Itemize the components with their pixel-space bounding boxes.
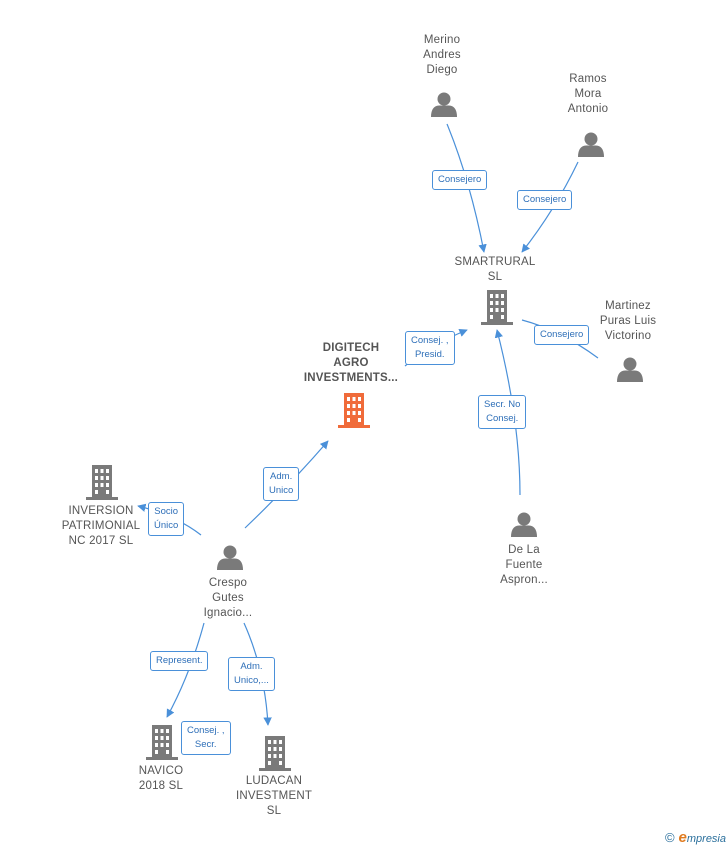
node-label-inversion[interactable]: INVERSION PATRIMONIAL NC 2017 SL	[61, 505, 141, 547]
edge-label-digitech-smartrural: Consej. , Presid.	[405, 331, 455, 365]
node-label-merino[interactable]: Merino Andres Diego	[423, 34, 461, 76]
brand-footer[interactable]: ©empresia	[665, 829, 726, 846]
person-icon-delafuente	[511, 512, 537, 537]
node-label-digitech[interactable]: DIGITECH AGRO INVESTMENTS...	[303, 342, 399, 384]
person-icon-merino	[431, 92, 457, 117]
person-icon-ramos	[578, 132, 604, 157]
node-label-crespo[interactable]: Crespo Gutes Ignacio...	[203, 577, 253, 619]
node-label-smartrural[interactable]: SMARTRURAL SL	[454, 256, 536, 283]
node-label-ludacan[interactable]: LUDACAN INVESTMENT SL	[235, 775, 313, 817]
building-icon-navico	[146, 725, 178, 760]
node-label-martinez[interactable]: Martinez Puras Luis Victorino	[599, 300, 657, 342]
node-label-navico[interactable]: NAVICO 2018 SL	[138, 765, 184, 792]
node-label-delafuente[interactable]: De La Fuente Aspron...	[500, 544, 548, 586]
copyright-icon: ©	[664, 830, 675, 845]
edge-label-crespo-navico: Represent.	[150, 651, 209, 671]
edge-label-delafuente-smartrural: Secr. No Consej.	[478, 395, 527, 429]
person-icon-martinez	[617, 357, 643, 382]
edge-label-crespo-ludacan: Adm. Unico,...	[228, 657, 275, 691]
building-icon-inversion	[86, 465, 118, 500]
node-label-ramos[interactable]: Ramos Mora Antonio	[567, 73, 609, 115]
building-icon-digitech	[338, 393, 370, 428]
building-icon-smartrural	[481, 290, 513, 325]
edge-label-ludacan-navico: Consej. , Secr.	[181, 721, 231, 755]
edge-label-martinez-smartrural: Consejero	[534, 325, 590, 345]
edge-label-ramos-smartrural: Consejero	[517, 190, 573, 210]
edge-label-crespo-digitech: Adm. Unico	[263, 467, 300, 501]
edge-label-crespo-inversion: Socio Único	[148, 502, 185, 536]
person-icon-crespo	[217, 545, 243, 570]
brand-name: mpresia	[686, 833, 726, 845]
building-icon-ludacan	[259, 736, 291, 771]
brand-initial: e	[678, 829, 687, 846]
edge-crespo-navico	[166, 622, 205, 718]
edge-label-merino-smartrural: Consejero	[432, 170, 488, 190]
